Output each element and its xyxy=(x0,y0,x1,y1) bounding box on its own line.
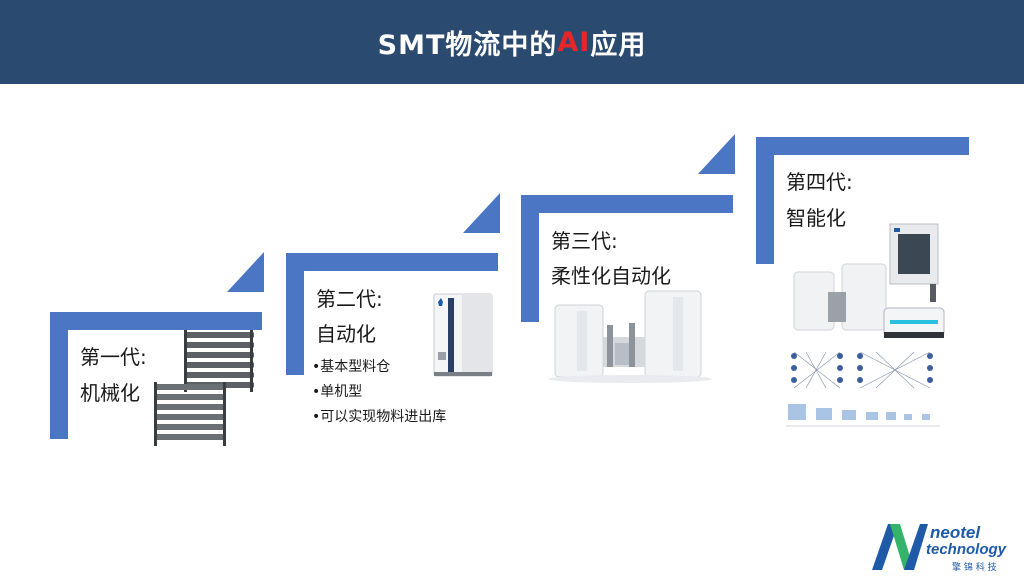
step-2-top-bar xyxy=(286,253,498,271)
step-3-arrow xyxy=(698,134,735,174)
step-1-heading: 第一代: xyxy=(80,345,147,369)
step-4-subtitle: 智能化 xyxy=(786,206,846,230)
step-2-bullet-2: •单机型 xyxy=(312,384,363,400)
step-1-arrow xyxy=(227,252,264,292)
step-4-heading: 第四代: xyxy=(786,170,853,194)
logo-line-1: neotel xyxy=(930,523,981,542)
title-accent: AI xyxy=(557,26,591,58)
smart-storage-tower-image xyxy=(433,293,493,377)
step-1-subtitle: 机械化 xyxy=(80,381,140,405)
step-2-left-bar xyxy=(286,253,304,375)
neotel-logo: neotel technology 擎 锦 科 技 xyxy=(872,523,1007,573)
step-2-arrow xyxy=(463,193,500,233)
step-4-top-bar xyxy=(756,137,969,155)
title-prefix: SMT物流中的 xyxy=(377,29,558,61)
step-1-left-bar xyxy=(50,312,68,439)
step-2-bullet-1: •基本型料仓 xyxy=(312,359,391,375)
step-3-subtitle: 柔性化自动化 xyxy=(551,264,671,288)
step-1-top-bar xyxy=(50,312,262,330)
step-3-top-bar xyxy=(521,195,733,213)
flexible-storage-system-image xyxy=(548,290,712,383)
step-2-heading: 第二代: xyxy=(316,287,383,311)
step-3-left-bar xyxy=(521,195,539,322)
mechanical-reel-rack-image xyxy=(154,330,254,446)
step-4-left-bar xyxy=(756,137,774,264)
step-3-heading: 第三代: xyxy=(551,229,618,253)
logo-line-3: 擎 锦 科 技 xyxy=(952,561,997,573)
step-2-subtitle: 自动化 xyxy=(316,322,376,346)
logo-line-2: technology xyxy=(926,541,1007,558)
step-2-bullet-3: •可以实现物料进出库 xyxy=(312,409,447,425)
agv-neural-network-image xyxy=(786,223,945,427)
header-bar xyxy=(0,0,1024,84)
title-suffix: 应用 xyxy=(590,29,647,61)
